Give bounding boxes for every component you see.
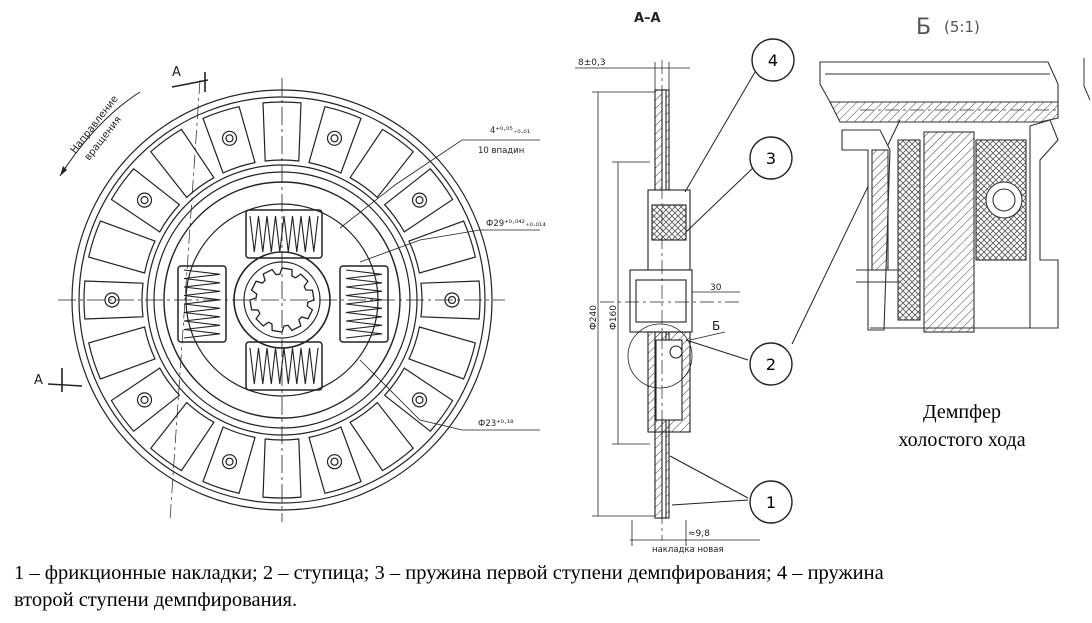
- friction-pad: [349, 401, 415, 472]
- friction-pad: [149, 401, 215, 472]
- rotation-direction: Направление вращения: [59, 91, 141, 177]
- section-cut-marks: А А: [34, 65, 209, 392]
- detail-view: [819, 61, 1060, 333]
- friction-pad: [408, 326, 477, 380]
- friction-pad: [202, 105, 256, 174]
- dim-d23: Ф23⁺⁰·¹⁸: [478, 419, 514, 429]
- detail-break-line: [1083, 58, 1091, 101]
- section-view: [600, 60, 740, 540]
- clutch-disc-drawing: А А Направление вращения 4⁺⁰·⁰⁵₊₀.₀₁ 10 …: [34, 11, 1091, 555]
- dim-slots-tolerance: 4⁺⁰·⁰⁵₊₀.₀₁: [490, 126, 530, 136]
- detail-caption-line1: Демпфер: [923, 401, 1001, 423]
- friction-pad: [110, 167, 181, 233]
- section-dimensions: [575, 62, 760, 546]
- figure-caption: 1 – фрикционные накладки; 2 – ступица; 3…: [14, 560, 1088, 614]
- friction-pad: [383, 367, 454, 433]
- dim-new-lining: ≈9,8: [688, 529, 710, 539]
- dim-b-mark: Б: [712, 319, 720, 333]
- callout-4: 4: [751, 38, 795, 82]
- cut-mark-top: А: [172, 65, 181, 80]
- damper-spring: [183, 269, 221, 339]
- friction-pad: [149, 128, 215, 199]
- damper-spring: [249, 347, 319, 385]
- dim-d240: Ф240: [589, 305, 599, 330]
- callout-2: 2: [749, 342, 793, 386]
- friction-pad: [110, 367, 181, 433]
- friction-pad: [408, 220, 477, 274]
- callout-1: 1: [749, 480, 793, 524]
- detail-label: Б: [916, 15, 931, 40]
- detail-caption-line2: холостого хода: [898, 429, 1026, 451]
- figure-caption-line1: 1 – фрикционные накладки; 2 – ступица; 3…: [14, 562, 884, 584]
- friction-pad: [87, 220, 156, 274]
- friction-pad: [202, 426, 256, 495]
- dim-slots-count: 10 впадин: [478, 146, 524, 156]
- section-label: А–А: [634, 11, 661, 26]
- friction-pad: [262, 438, 302, 499]
- detail-caption: Демпфер холостого хода: [862, 398, 1062, 454]
- svg-text:4: 4: [768, 51, 778, 70]
- friction-pad: [349, 128, 415, 199]
- damper-spring: [345, 269, 383, 339]
- callout-3: 3: [749, 136, 793, 180]
- dim-d29: Ф29⁺⁰·⁰⁴²₊₀.₀₁₄: [486, 219, 546, 229]
- dim-d160: Ф160: [609, 305, 619, 330]
- friction-pad: [383, 167, 454, 233]
- svg-text:2: 2: [766, 355, 776, 374]
- dim-hub-width: 30: [710, 283, 722, 293]
- cut-mark-bottom: А: [34, 373, 43, 388]
- friction-pad: [308, 426, 362, 495]
- dim-thickness: 8±0,3: [578, 58, 606, 68]
- front-dimensions: [339, 139, 540, 431]
- friction-pad: [87, 326, 156, 380]
- svg-text:1: 1: [766, 493, 776, 512]
- friction-pad: [308, 105, 362, 174]
- damper-spring: [249, 215, 319, 253]
- figure-caption-line2: второй ступени демпфирования.: [14, 589, 298, 611]
- svg-text:3: 3: [766, 149, 776, 168]
- detail-scale: (5:1): [944, 18, 980, 36]
- dim-new-lining-note: накладка новая: [652, 545, 724, 555]
- disc-front-view: [58, 78, 505, 522]
- friction-pad: [262, 101, 302, 162]
